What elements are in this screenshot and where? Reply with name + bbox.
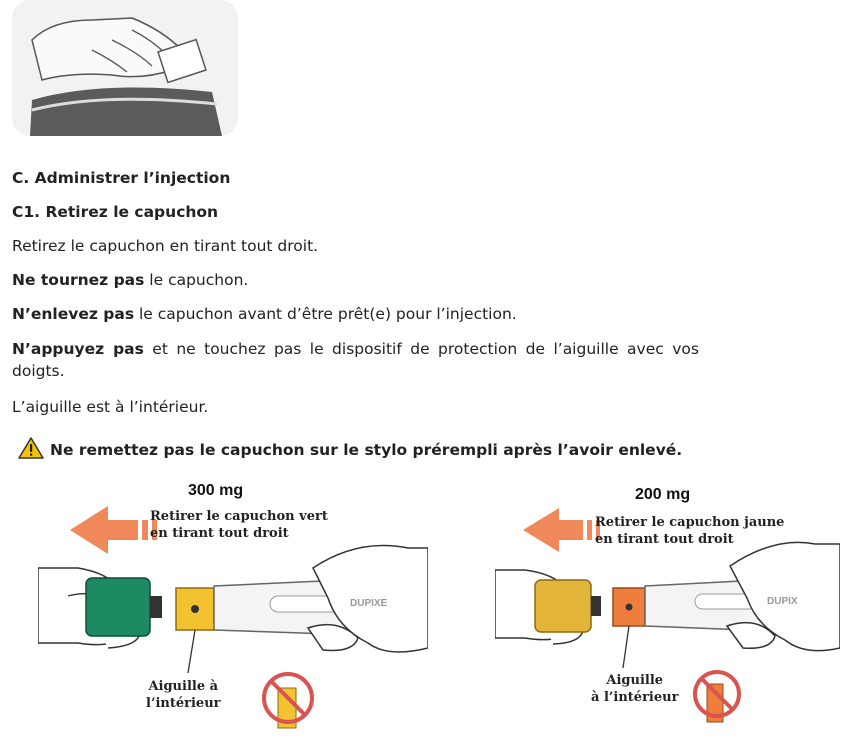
warning: Ne remettez pas le capuchon sur le stylo…	[18, 437, 682, 459]
brand-label: DUPIX	[767, 596, 798, 607]
section-title: C. Administrer l’injection	[12, 169, 231, 187]
instruction-no-press: N’appuyez pas et ne touchez pas le dispo…	[12, 338, 699, 360]
figure-200mg: 200 mg Retirer le capuchon jaune en tira…	[495, 478, 840, 740]
dose-200: 200 mg	[635, 486, 691, 503]
warning-text: Ne remettez pas le capuchon sur le stylo…	[50, 441, 683, 459]
emphasis: Ne tournez pas	[12, 271, 145, 289]
dose-300: 300 mg	[188, 482, 244, 499]
needle-line: Aiguille à	[148, 679, 219, 694]
pen-diagram-300	[38, 506, 428, 733]
needle-label-300: Aiguille à l’intérieur	[146, 678, 221, 712]
needle-line: l’intérieur	[146, 696, 221, 711]
text: et ne touchez pas le dispositif de prote…	[143, 340, 699, 358]
pull-arrow-icon	[70, 506, 138, 554]
emphasis: N’appuyez pas	[12, 340, 144, 358]
pull-arrow-icon	[523, 508, 583, 552]
text: le capuchon.	[144, 271, 249, 289]
instruction-no-remove: N’enlevez pas le capuchon avant d’être p…	[12, 303, 517, 325]
needle-line: Aiguille	[606, 673, 664, 688]
instruction-line: Retirer le capuchon jaune	[595, 515, 785, 530]
pen-diagram-200	[495, 508, 840, 728]
text: le capuchon avant d’être prêt(e) pour l’…	[134, 305, 517, 323]
instruction-pull: Retirez le capuchon en tirant tout droit…	[12, 237, 319, 255]
brand-label: DUPIXE	[350, 598, 388, 609]
emphasis: N’enlevez pas	[12, 305, 135, 323]
instruction-line: en tirant tout droit	[150, 526, 289, 541]
swab-illustration	[12, 0, 242, 144]
instruction-line: Retirer le capuchon vert	[150, 509, 328, 524]
warning-icon	[18, 437, 44, 459]
instruction-label-300: Retirer le capuchon vert en tirant tout …	[150, 508, 328, 542]
instruction-no-turn: Ne tournez pas le capuchon.	[12, 269, 248, 291]
needle-label-200: Aiguille à l’intérieur	[591, 672, 678, 706]
needle-inside-note: L’aiguille est à l’intérieur.	[12, 398, 209, 416]
instruction-label-200: Retirer le capuchon jaune en tirant tout…	[595, 514, 784, 548]
needle-line: à l’intérieur	[591, 690, 679, 705]
step-title: C1. Retirez le capuchon	[12, 203, 219, 221]
instruction-no-press-cont: doigts.	[12, 362, 65, 380]
instruction-line: en tirant tout droit	[595, 532, 734, 547]
figure-300mg: 300 mg Retirer le capuchon vert en tiran…	[38, 478, 428, 740]
